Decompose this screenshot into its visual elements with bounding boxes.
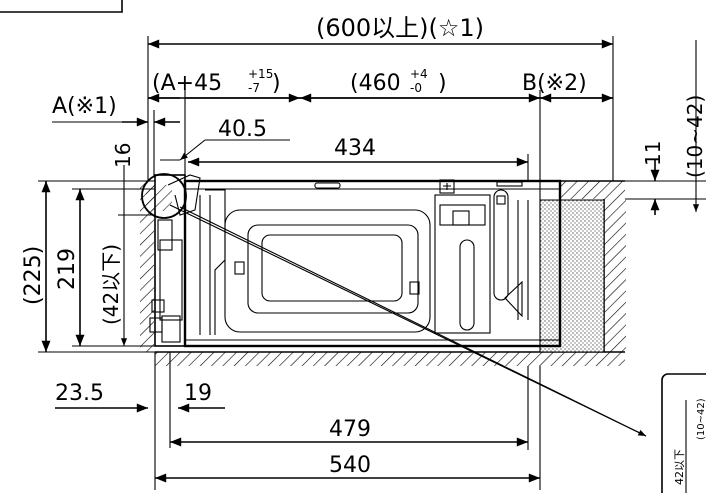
counter-hatch (140, 180, 626, 366)
dim-label-a-close: ) (272, 71, 281, 96)
dim-label-225: (225) (21, 246, 46, 305)
dim-tol-upper-460: +4 (410, 67, 428, 81)
dim-tol-lower-a: -7 (248, 81, 260, 95)
dim-label-a-plus: (A+45 (152, 71, 222, 96)
dim-11: 11 (625, 141, 706, 215)
dim-540: 540 (154, 366, 541, 490)
corner-box (0, 0, 123, 13)
dim-label-19: 19 (184, 381, 212, 406)
dim-600: (600以上)(☆1) (147, 14, 614, 181)
dim-label-479: 479 (329, 417, 371, 442)
dim-label-10-42: (10~42) (683, 95, 706, 178)
dim-row-2: (A+45 +15 -7 ) (460 +4 -0 ) B(※2) (148, 67, 614, 352)
dim-23-5-19: 23.5 19 (55, 352, 225, 448)
dim-label-40-5: 40.5 (218, 117, 267, 142)
dim-label-460-close: ) (438, 71, 447, 96)
dim-label-434: 434 (334, 136, 376, 161)
dim-a-note: A(※1) (52, 94, 180, 176)
dim-label-42-below: (42以下) (99, 244, 123, 325)
detail-inset: 42以下 (10~42) (661, 373, 706, 493)
wall-cavity-dotted (539, 199, 605, 353)
dim-label-b: B(※2) (522, 71, 587, 96)
dim-434: 434 (188, 136, 529, 181)
dim-225: (225) (21, 180, 155, 353)
dim-label-11: 11 (641, 141, 665, 166)
dim-label-a: A(※1) (52, 94, 117, 119)
dim-219: 219 (55, 188, 155, 347)
dim-label-540: 540 (329, 453, 371, 478)
dim-10-42: (10~42) (683, 40, 706, 212)
appliance-body (183, 179, 562, 348)
dim-label-460: (460 (350, 71, 401, 96)
dim-tol-lower-460: -0 (410, 81, 422, 95)
dim-label-600: (600以上)(☆1) (316, 14, 484, 42)
detail-circle (141, 173, 187, 219)
dim-label-23-5: 23.5 (55, 381, 104, 406)
dim-label-16: 16 (111, 143, 135, 168)
dim-16: 16 (111, 143, 135, 215)
dim-label-219: 219 (55, 248, 80, 290)
dim-tol-upper-a: +15 (248, 67, 273, 81)
detail-label-42-below: 42以下 (673, 449, 686, 485)
dim-42-below: (42以下) (99, 214, 155, 346)
detail-label-10-42: (10~42) (696, 398, 706, 440)
dim-479: 479 (170, 366, 529, 450)
dim-40-5: 40.5 (160, 117, 290, 161)
